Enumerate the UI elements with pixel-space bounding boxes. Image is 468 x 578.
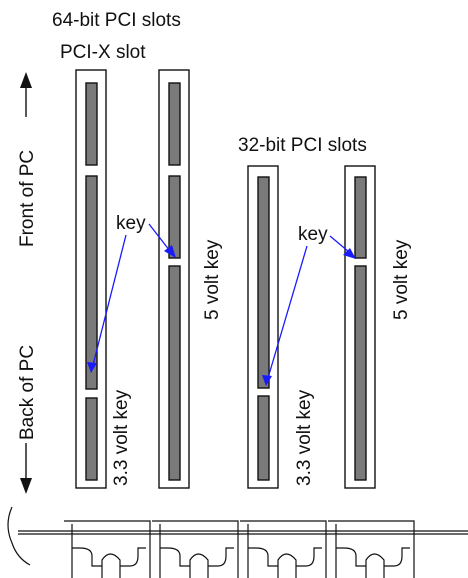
up-arrow-icon — [20, 72, 32, 88]
arrow-head-icon — [343, 248, 356, 259]
bracket-1 — [64, 520, 151, 578]
down-arrow-icon — [20, 478, 32, 494]
arrow-head-icon — [262, 375, 272, 386]
back-of-pc-label: Back of PC — [17, 345, 38, 440]
key-label-left: key — [116, 213, 146, 234]
title-32bit: 32-bit PCI slots — [238, 135, 367, 156]
front-back-axis: Front of PC Back of PC — [17, 72, 38, 494]
arrow-head-icon — [87, 362, 97, 373]
slot-32bit-3v3 — [247, 165, 279, 489]
key-arrows — [87, 223, 356, 386]
three-volt-key-label-1: 3.3 volt key — [111, 389, 132, 486]
bracket-4 — [328, 520, 415, 578]
arrow-head-icon — [164, 245, 176, 258]
three-volt-key-label-2: 3.3 volt key — [294, 389, 315, 486]
title-pcix: PCI-X slot — [60, 42, 146, 63]
slot-64bit-5v — [158, 69, 190, 489]
title-64bit: 64-bit PCI slots — [52, 10, 181, 31]
five-volt-key-label-1: 5 volt key — [202, 239, 223, 320]
slot-32bit-5v — [344, 165, 376, 489]
bracket-3 — [240, 520, 327, 578]
key-label-right: key — [298, 224, 328, 245]
bracket-2 — [152, 520, 239, 578]
front-of-pc-label: Front of PC — [17, 150, 38, 247]
slot-64bit-3v3 — [75, 69, 107, 489]
five-volt-key-label-2: 5 volt key — [391, 239, 412, 320]
back-panel-brackets — [7, 506, 468, 578]
